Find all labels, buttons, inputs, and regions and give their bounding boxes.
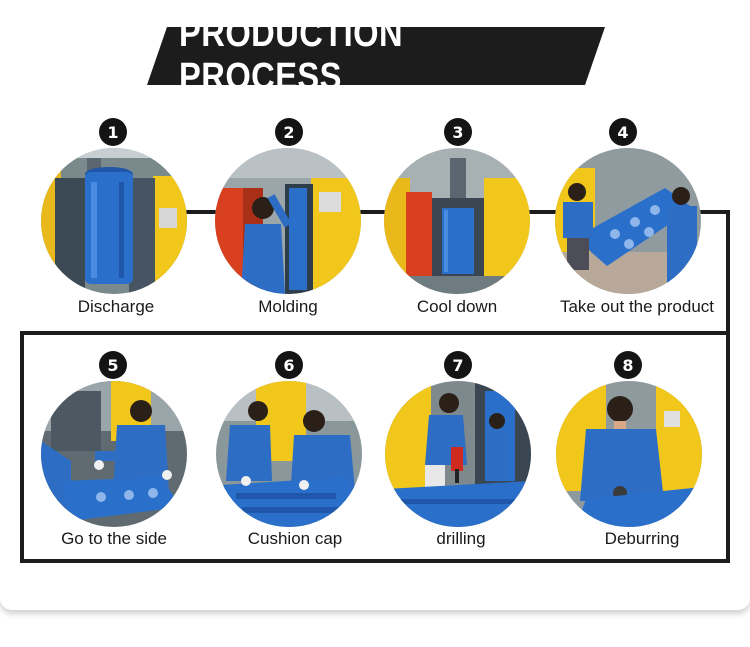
- step-label: Take out the product: [559, 297, 715, 316]
- connector-line: [726, 210, 730, 334]
- step-label: Deburring: [604, 529, 680, 548]
- step-number-badge: 6: [275, 351, 303, 379]
- title-banner: PRODUCTION PROCESS: [147, 27, 605, 85]
- step-photo-go-to-the-side: [41, 381, 187, 527]
- connector-line: [698, 210, 728, 214]
- step-label: Cool down: [416, 297, 498, 316]
- production-process-card: PRODUCTION PROCESS 1 Discharge 2: [20, 27, 730, 563]
- step-label: Discharge: [77, 297, 155, 316]
- connector-line: [358, 210, 390, 214]
- step-number-badge: 1: [99, 118, 127, 146]
- step-photo-deburring: [556, 381, 702, 527]
- step-number-badge: 3: [444, 118, 472, 146]
- step-label: Molding: [258, 297, 318, 316]
- page-title: PRODUCTION PROCESS: [179, 13, 404, 98]
- connector-line: [20, 331, 24, 563]
- step-number-badge: 7: [444, 351, 472, 379]
- step-label: Cushion cap: [247, 529, 343, 548]
- connector-line: [526, 210, 562, 214]
- step-photo-cushion-cap: [216, 381, 362, 527]
- step-photo-molding: [215, 148, 361, 294]
- connector-line: [726, 331, 730, 563]
- step-photo-cool-down: [384, 148, 530, 294]
- step-number-badge: 2: [275, 118, 303, 146]
- step-photo-discharge: [41, 148, 187, 294]
- connector-line: [20, 559, 730, 563]
- step-number-badge: 4: [609, 118, 637, 146]
- step-label: drilling: [436, 529, 486, 548]
- connector-line: [20, 331, 730, 335]
- step-number-badge: 5: [99, 351, 127, 379]
- step-number-badge: 8: [614, 351, 642, 379]
- step-photo-take-out-the-product: [555, 148, 701, 294]
- step-photo-drilling: [385, 381, 531, 527]
- connector-line: [180, 210, 222, 214]
- step-label: Go to the side: [61, 529, 167, 548]
